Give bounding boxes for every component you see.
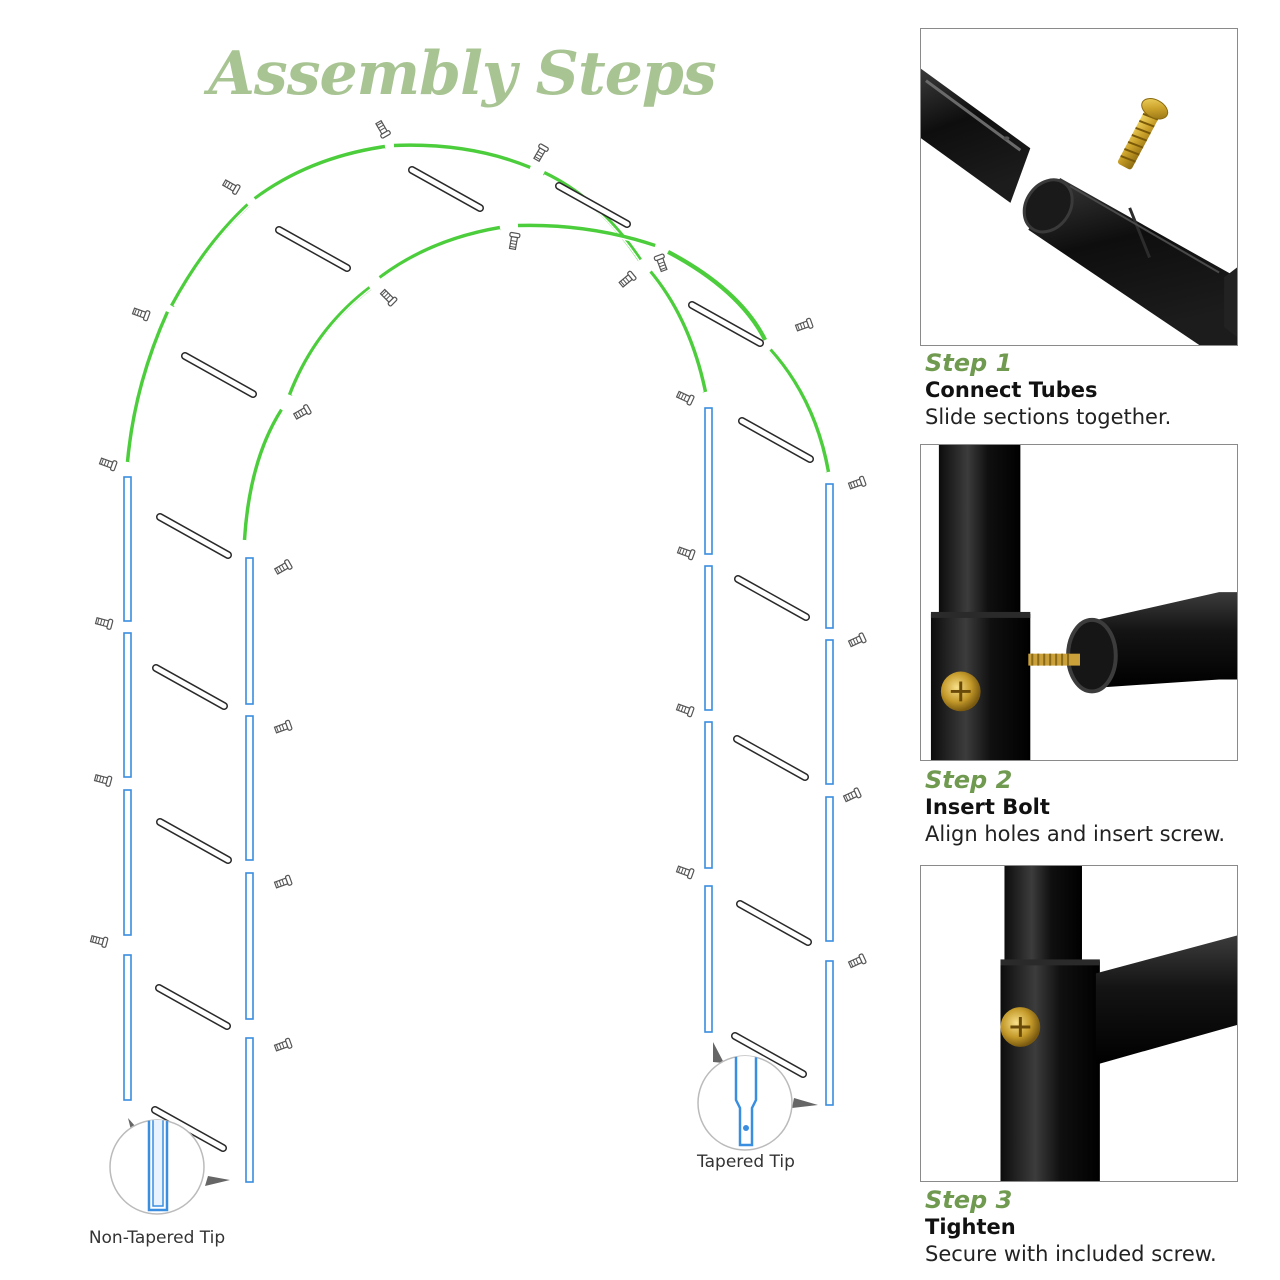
step-1-description: Slide sections together. [925, 405, 1172, 429]
step-1-text: Step 1 Connect Tubes Slide sections toge… [925, 349, 1275, 431]
step-1-number: Step 1 [925, 349, 1013, 377]
page-title: Assembly Steps [203, 39, 715, 109]
step-3-text: Step 3 Tighten Secure with included scre… [925, 1186, 1275, 1268]
step-2-title: Insert Bolt [925, 795, 1050, 819]
tightened-screw-icon [1000, 1007, 1041, 1047]
insert-bolt-illustration [930, 445, 1237, 760]
step-2-text: Step 2 Insert Bolt Align holes and inser… [925, 766, 1275, 848]
step-2-description: Align holes and insert screw. [925, 822, 1226, 846]
tighten-screw-illustration [1000, 866, 1237, 1181]
tapered-tip-label: Tapered Tip [696, 1152, 795, 1172]
non-tapered-tip-callout: Non-Tapered Tip [89, 1118, 230, 1248]
outer-arch [125, 143, 831, 473]
non-tapered-tip-label: Non-Tapered Tip [89, 1228, 225, 1248]
step-2-number: Step 2 [925, 766, 1013, 794]
posts [123, 407, 834, 1183]
phillips-screw-icon [940, 671, 981, 712]
step-2-photo [920, 444, 1238, 761]
step-3-number: Step 3 [925, 1186, 1013, 1214]
step-3-description: Secure with included screw. [925, 1242, 1217, 1266]
inner-arch [242, 223, 708, 541]
step-3-title: Tighten [925, 1215, 1016, 1239]
tapered-tip-callout: Tapered Tip [696, 1042, 818, 1172]
step-3-photo [920, 865, 1238, 1182]
brass-screw-icon [1117, 98, 1169, 170]
tube-connection-illustration [921, 68, 1237, 345]
step-1-photo [920, 28, 1238, 346]
step-1-title: Connect Tubes [925, 378, 1098, 402]
